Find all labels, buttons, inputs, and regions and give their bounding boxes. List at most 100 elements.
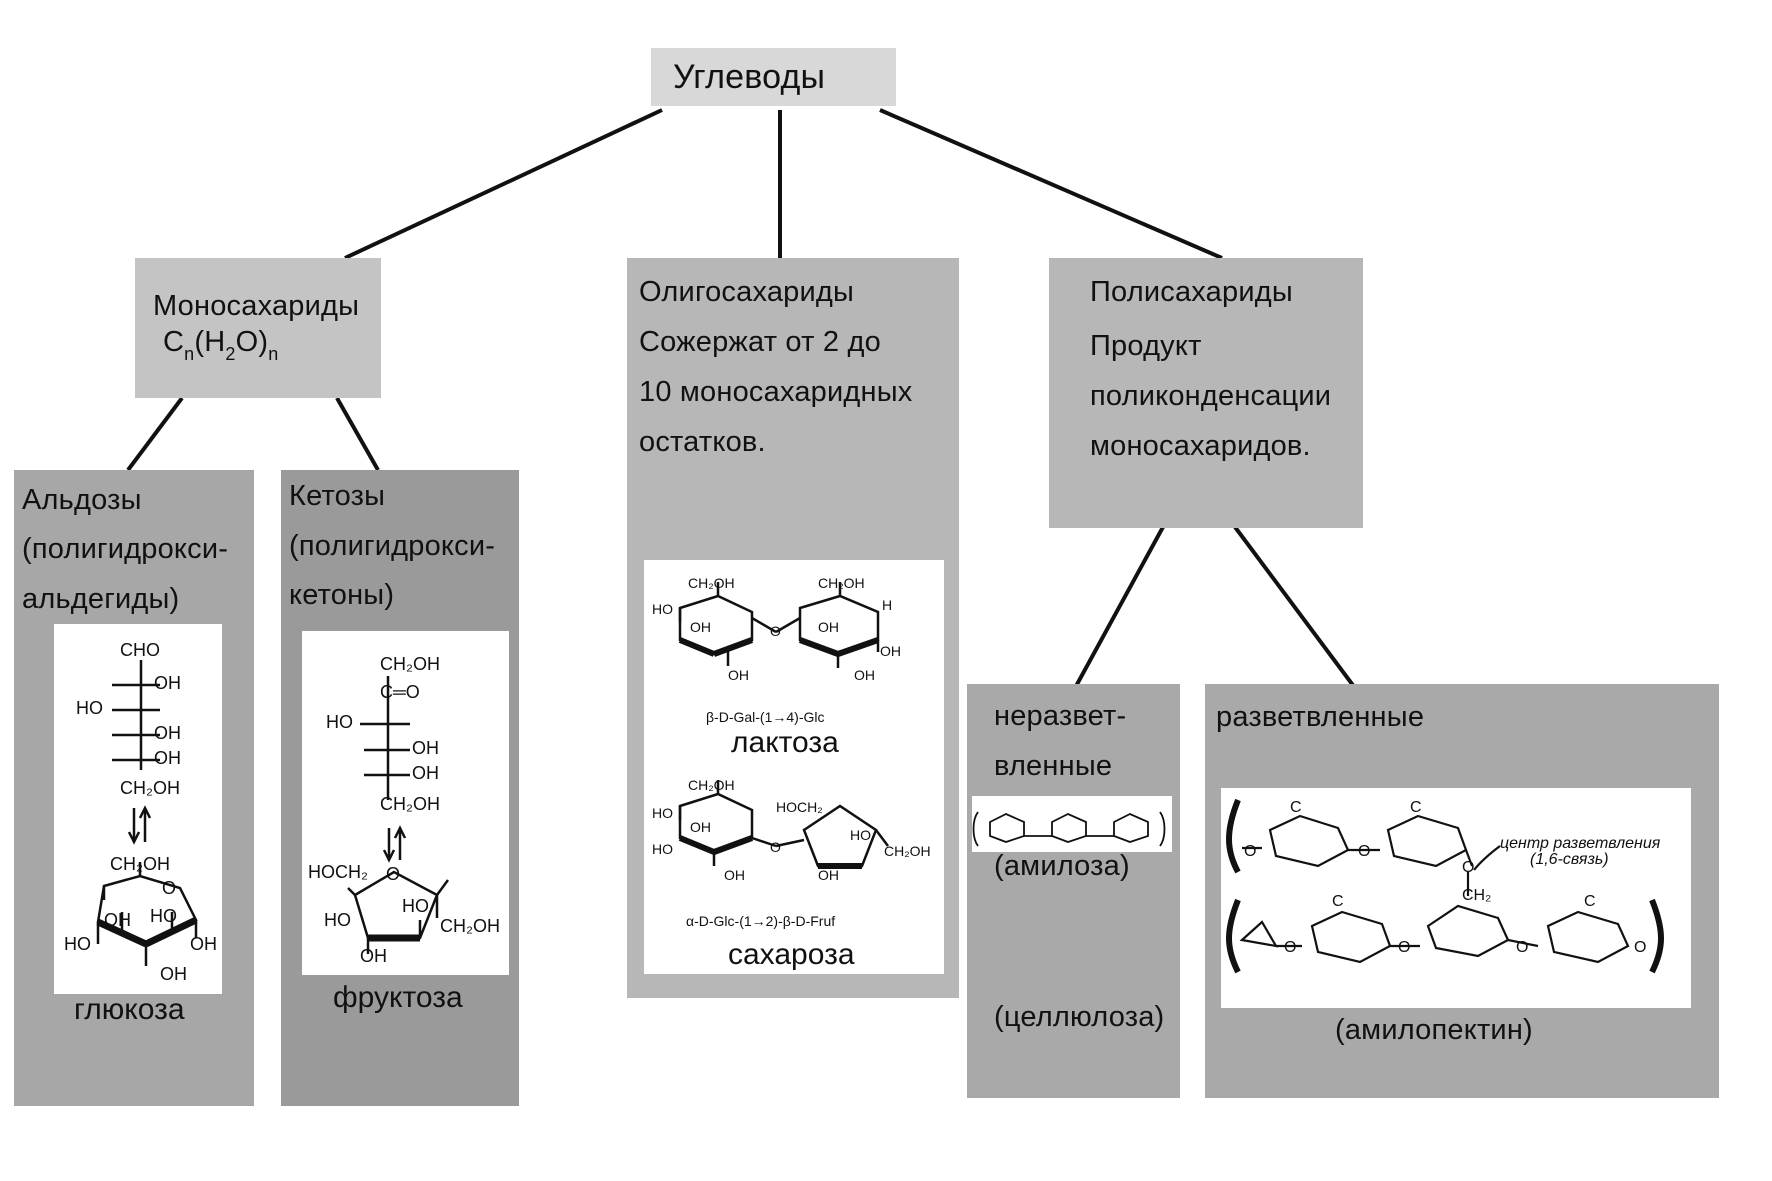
fructose-oh1: OH <box>412 738 439 758</box>
fructose-co: C═O <box>380 682 420 702</box>
oligo-line3: 10 моносахаридных <box>639 376 913 408</box>
amylose-chain <box>972 811 1166 847</box>
formula-h: (H <box>194 326 226 358</box>
line-root-mono <box>344 108 663 260</box>
lactose-bold-2 <box>712 637 754 657</box>
unbranched-box <box>967 684 1180 1098</box>
amylopectin-chains <box>1226 798 1664 974</box>
amylopectin-note1: центр разветвления <box>1500 835 1661 852</box>
glucose-ring-bold-edge <box>96 918 148 948</box>
glucose-oh3: OH <box>154 748 181 768</box>
formula-sub-2: 2 <box>225 344 236 364</box>
sucrose-oh1: OH <box>690 819 711 835</box>
sucrose-ch2oh: CH₂OH <box>688 777 735 793</box>
amylopectin-o4: O <box>1284 939 1296 956</box>
branched-example: (амилопектин) <box>1335 1014 1533 1046</box>
branched-title: разветвленные <box>1216 701 1425 733</box>
lactose-oh-b: OH <box>818 619 839 635</box>
amylopectin-o1: O <box>1244 843 1256 860</box>
unbranched-example1: (амилоза) <box>994 850 1130 882</box>
glucose-ring-bold-edge2 <box>144 916 198 948</box>
glucose-name: глюкоза <box>74 993 185 1026</box>
fructose-ch2oh-bottom: CH₂OH <box>380 794 440 814</box>
ketoses-line3: кетоны) <box>289 579 395 611</box>
amylopectin-c4: C <box>1584 893 1596 910</box>
amylopectin-o2: O <box>1358 843 1370 860</box>
amylopectin-c2: C <box>1410 799 1422 816</box>
glucose-ring-ho: HO <box>64 934 91 954</box>
root-title: Углеводы <box>673 58 826 96</box>
fructose-oh2: OH <box>412 763 439 783</box>
unbranched-line1: неразвет- <box>994 700 1127 732</box>
fructose-ring-ho2: HO <box>324 910 351 930</box>
fructose-furanose-ring <box>347 870 450 954</box>
sucrose-bold-1 <box>678 835 716 855</box>
sucrose-bold-2 <box>712 835 754 855</box>
glucose-equilibrium-arrows <box>127 805 152 845</box>
fructose-ch2oh-top: CH₂OH <box>380 654 440 674</box>
glucose-fischer-bonds <box>112 660 160 770</box>
mono-box <box>135 258 381 398</box>
line-mono-aldoses <box>126 396 184 472</box>
fructose-ring-oh: OH <box>360 946 387 966</box>
lactose-oh-c: OH <box>880 643 901 659</box>
fructose-ring-o: O <box>386 864 400 884</box>
lactose-ch2oh-1: CH₂OH <box>688 575 735 591</box>
formula-sub-n: n <box>184 344 195 364</box>
amylopectin-c1: C <box>1290 799 1302 816</box>
sucrose-name: сахароза <box>728 938 855 971</box>
lactose-o-link: O <box>770 623 781 639</box>
lactose-oh-d: OH <box>728 667 749 683</box>
amylopectin-o7: O <box>1634 939 1646 956</box>
formula-o: O) <box>235 326 269 358</box>
poly-line2: Продукт <box>1090 330 1202 362</box>
fructose-ring-ho: HO <box>402 896 429 916</box>
amylopectin-o3: O <box>1462 859 1474 876</box>
root-box <box>651 48 896 106</box>
amylopectin-panel <box>1221 788 1691 1008</box>
sucrose-oh4: OH <box>818 867 839 883</box>
line-root-poly <box>879 108 1223 260</box>
unbranched-line2: вленные <box>994 750 1113 782</box>
lactose-oh-e: OH <box>854 667 875 683</box>
oligo-line1: Олигосахариды <box>639 276 855 308</box>
mono-title: Моносахариды <box>153 290 360 322</box>
lactose-ho: HO <box>652 601 673 617</box>
mono-formula: Cn(H2O)n <box>163 326 278 364</box>
fructose-ring-ch2oh: CH₂OH <box>440 916 500 936</box>
amylopectin-c3: C <box>1332 893 1344 910</box>
oligo-line2: Сожержат от 2 до <box>639 326 881 358</box>
oligo-line4: остатков. <box>639 426 766 458</box>
sucrose-oh3: OH <box>724 867 745 883</box>
aldoses-line2: (полигидрокси- <box>22 533 229 565</box>
amylopectin-o6: O <box>1516 939 1528 956</box>
amylopectin-o5: O <box>1398 939 1410 956</box>
poly-line3: поликонденсации <box>1090 380 1332 412</box>
amylopectin-ch2: CH₂ <box>1462 887 1491 904</box>
line-poly-branched <box>1233 525 1357 690</box>
fructose-panel <box>302 631 509 975</box>
lactose-oh-a: OH <box>690 619 711 635</box>
glucose-ring-ch2oh: CH₂OH <box>110 854 170 874</box>
formula-sub-n2: n <box>268 344 279 364</box>
aldoses-line1: Альдозы <box>22 484 142 516</box>
ketoses-line1: Кетозы <box>289 480 386 512</box>
poly-line1: Полисахариды <box>1090 276 1293 308</box>
lactose-bold-4 <box>837 637 879 657</box>
lactose-h: H <box>882 597 892 613</box>
fructose-equilibrium-arrows <box>382 825 407 863</box>
aldoses-line3: альдегиды) <box>22 583 180 615</box>
sucrose-o: O <box>770 839 781 855</box>
poly-line4: моносахаридов. <box>1090 430 1311 462</box>
lactose-name: лактоза <box>731 726 839 759</box>
glucose-ring-oh2: OH <box>190 934 217 954</box>
sucrose-oh2: HO <box>652 841 673 857</box>
glucose-oh2: OH <box>154 723 181 743</box>
fructose-name: фруктоза <box>333 981 463 1014</box>
glucose-ring-o: O <box>162 878 176 898</box>
oligo-structures-panel <box>644 560 944 974</box>
unbranched-example2: (целлюлоза) <box>994 1001 1165 1033</box>
sucrose-hoch2: HOCH₂ <box>776 799 823 815</box>
line-poly-unbranched <box>1073 526 1165 689</box>
